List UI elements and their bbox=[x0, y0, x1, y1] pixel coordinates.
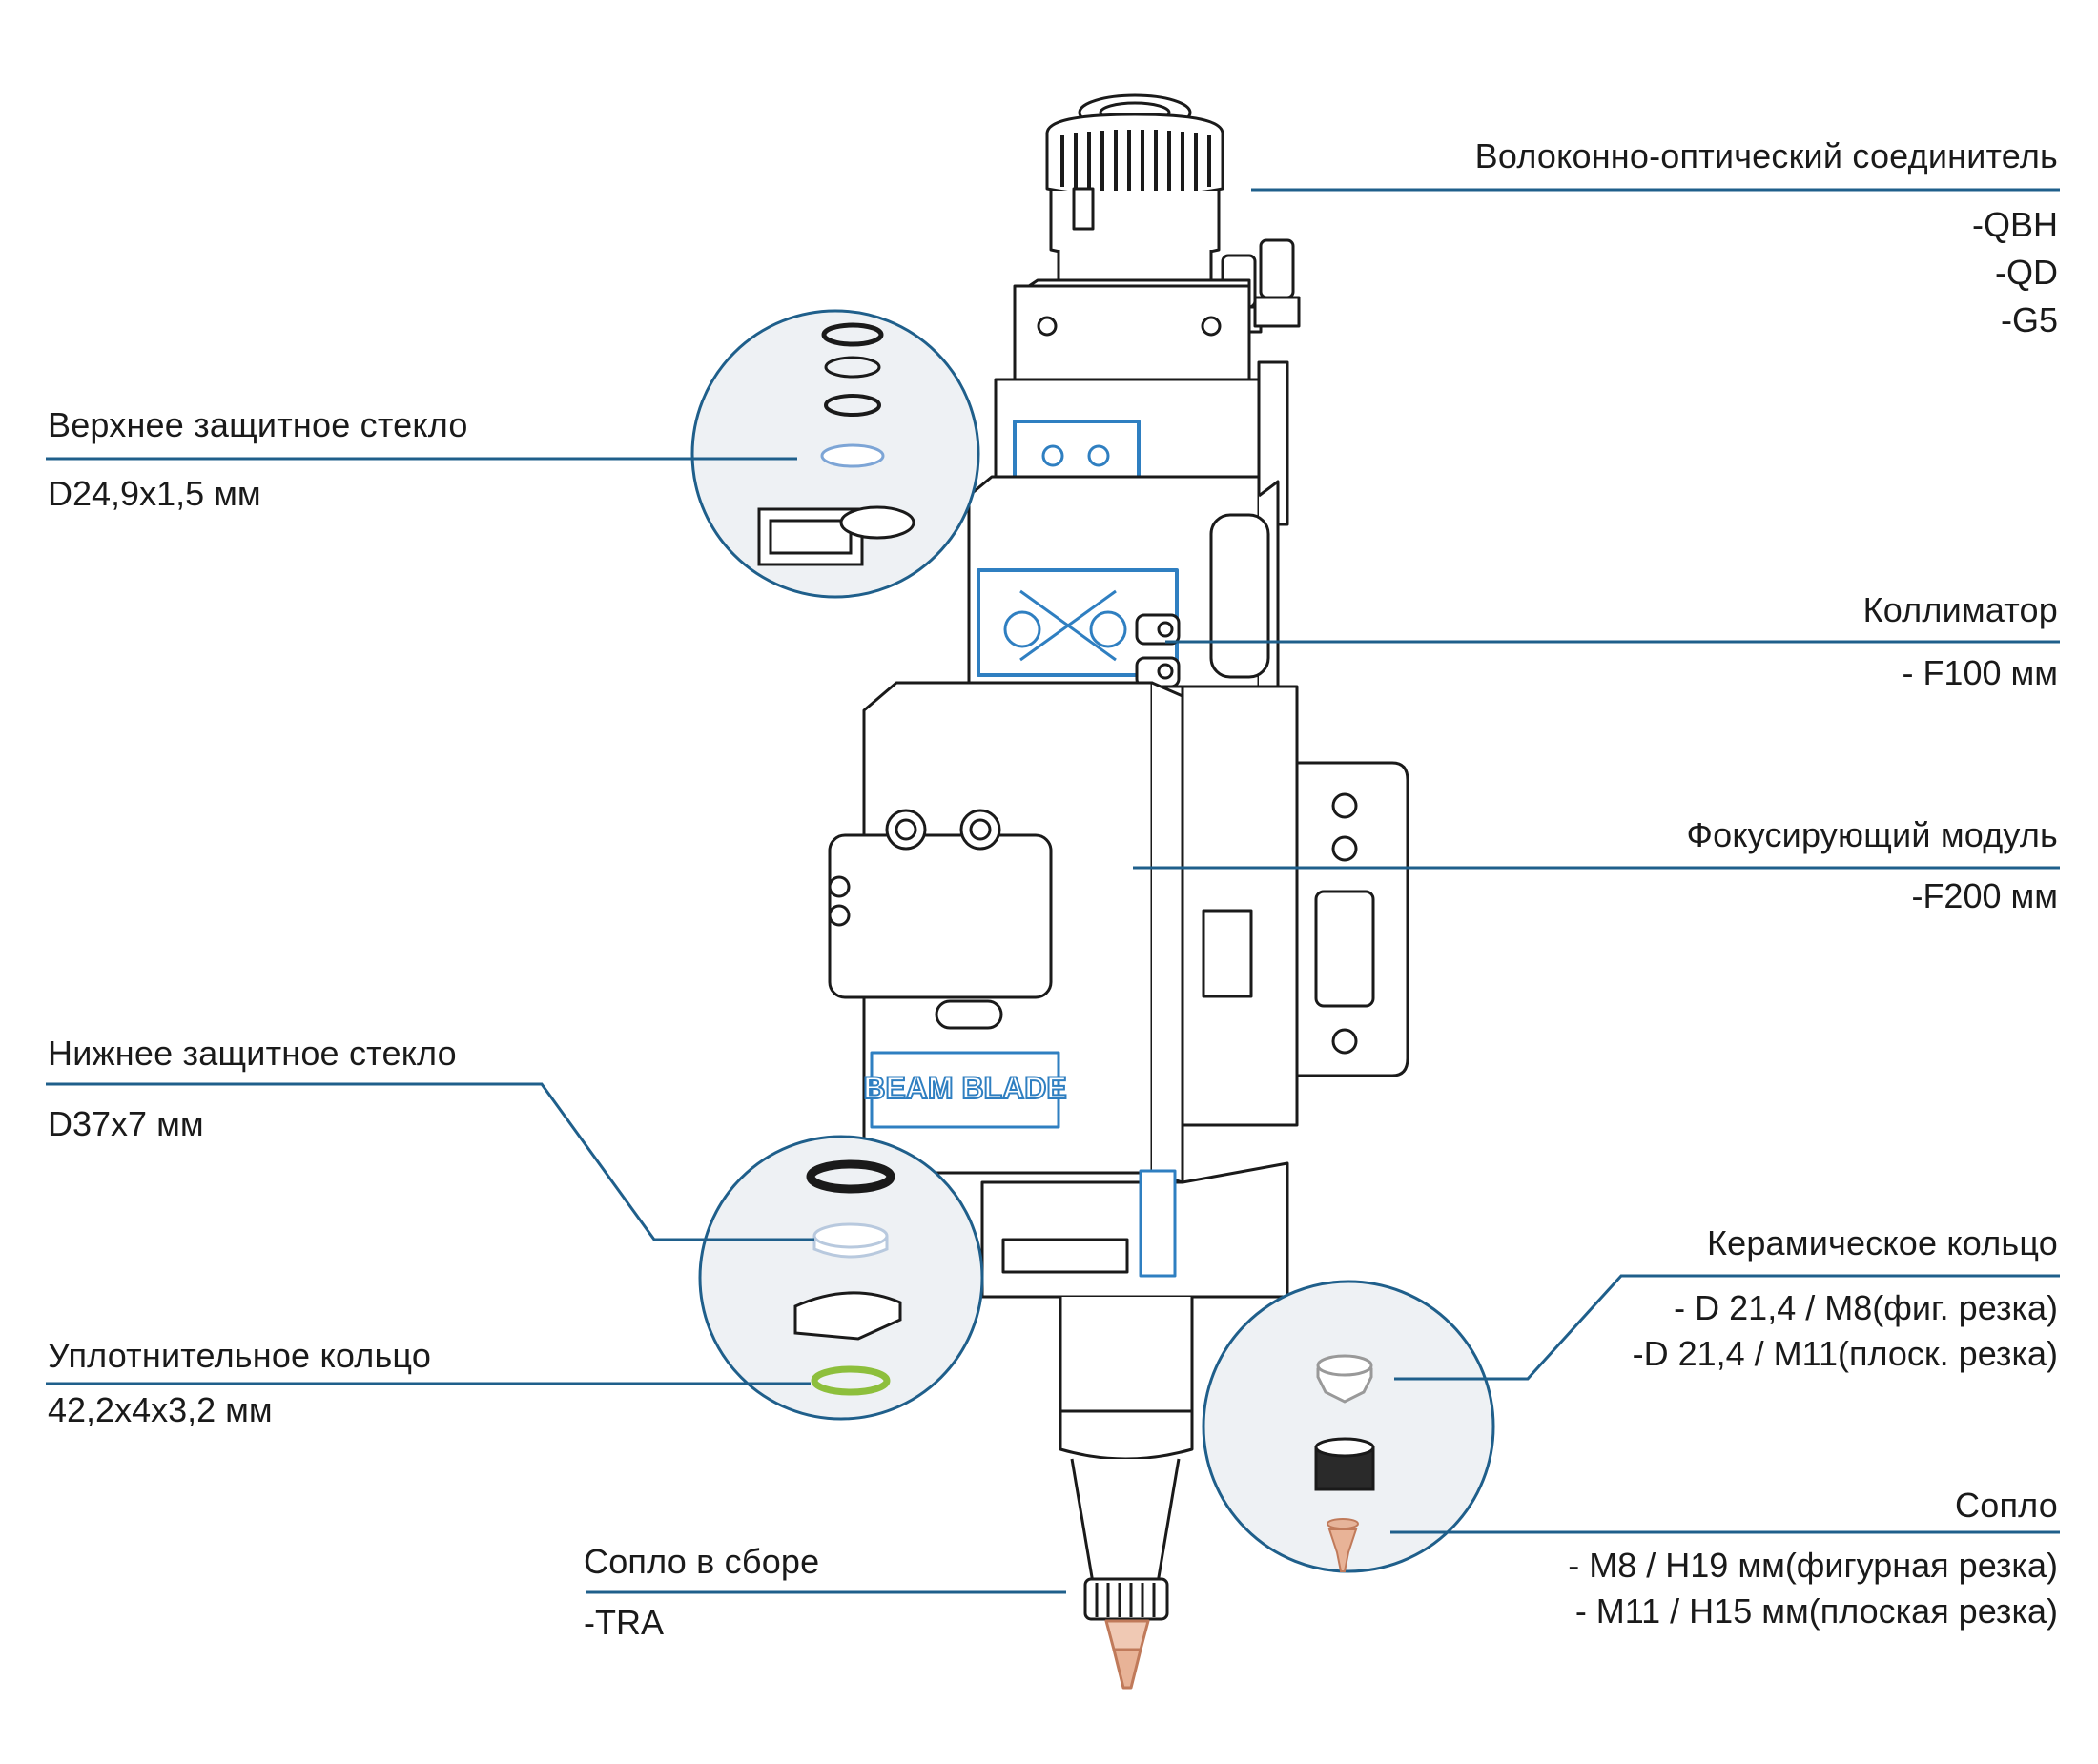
fiber-connector-spec-qbh: -QBH bbox=[1972, 205, 2058, 244]
lower-glass-title: Нижнее защитное стекло bbox=[48, 1034, 457, 1073]
nozzle-title: Сопло bbox=[1955, 1486, 2058, 1525]
upper-glass-detail-circle bbox=[690, 309, 980, 599]
fiber-connector-title: Волоконно-оптический соединитель bbox=[1474, 136, 2058, 175]
leader-ceramic-ring bbox=[1394, 1274, 2060, 1381]
nozzle-spec-m8: - M8 / H19 мм(фигурная резка) bbox=[1568, 1546, 2058, 1585]
leader-lines bbox=[46, 188, 2060, 1594]
ceramic-ring-spec-m8: - D 21,4 / M8(фиг. резка) bbox=[1674, 1288, 2058, 1327]
lower-glass-spec: D37x7 мм bbox=[48, 1104, 204, 1143]
collimator-spec: - F100 мм bbox=[1902, 653, 2058, 692]
seal-ring-spec: 42,2x4x3,2 мм bbox=[48, 1390, 273, 1429]
focus-module-spec: -F200 мм bbox=[1911, 876, 2058, 915]
fiber-connector-spec-qd: -QD bbox=[1995, 253, 2058, 292]
nozzle-assembly-title: Сопло в сборе bbox=[584, 1542, 820, 1581]
fiber-connector-spec-g5: -G5 bbox=[2000, 300, 2058, 339]
brand-text: BEAM BLADE bbox=[863, 1071, 1066, 1105]
nozzle-assembly-spec: -TRA bbox=[584, 1603, 664, 1642]
ceramic-ring-title: Керамическое кольцо bbox=[1706, 1223, 2058, 1262]
nozzle-detail-circle bbox=[1202, 1280, 1495, 1573]
collimator-title: Коллиматор bbox=[1862, 590, 2058, 629]
ceramic-ring-spec-m11: -D 21,4 / M11(плоск. резка) bbox=[1632, 1334, 2058, 1373]
laser-head-illustration bbox=[828, 93, 1409, 1690]
leader-lower-glass bbox=[46, 1082, 814, 1241]
nozzle-spec-m11: - M11 / H15 мм(плоская резка) bbox=[1574, 1591, 2058, 1631]
seal-ring-title: Уплотнительное кольцо bbox=[48, 1336, 432, 1375]
focus-module-title: Фокусирующий модуль bbox=[1686, 815, 2058, 854]
upper-glass-spec: D24,9x1,5 мм bbox=[48, 474, 261, 513]
lower-glass-detail-circle bbox=[698, 1135, 984, 1421]
upper-glass-title: Верхнее защитное стекло bbox=[48, 405, 468, 444]
